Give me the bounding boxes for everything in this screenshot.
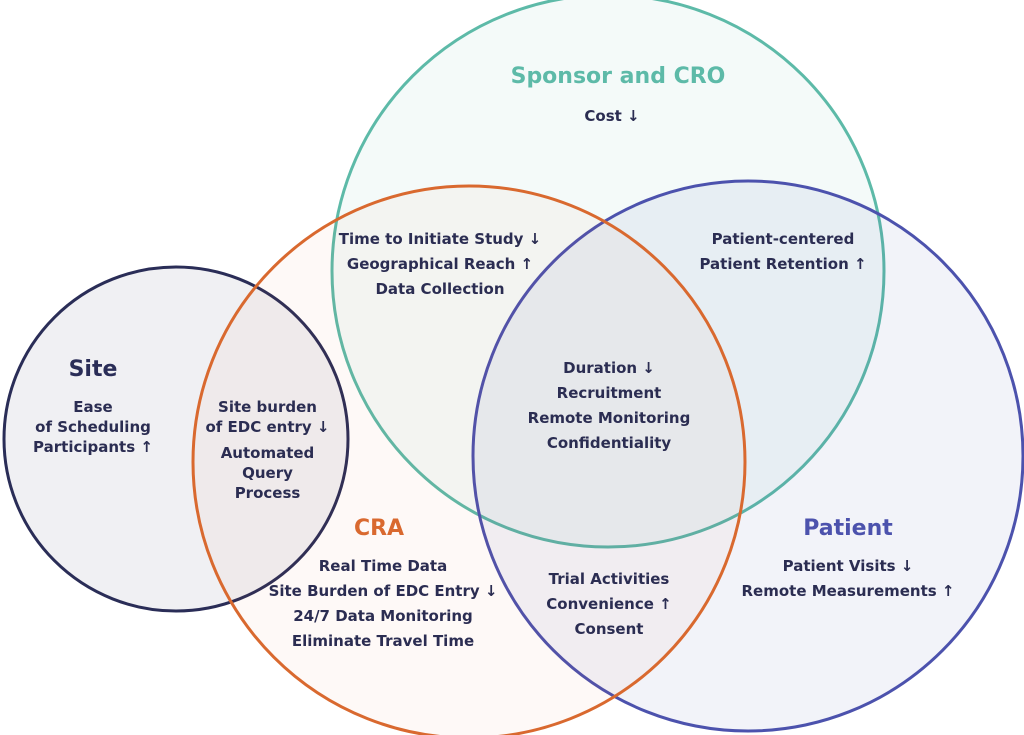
overlap-item: Patient Retention ↑ bbox=[699, 255, 867, 273]
site-item: Participants ↑ bbox=[33, 438, 153, 456]
overlap-item: Query bbox=[242, 464, 293, 482]
patient-title: Patient bbox=[803, 516, 893, 541]
cra-patient-items: Trial Activities Convenience ↑ Consent bbox=[524, 567, 694, 642]
overlap-item: Data Collection bbox=[375, 280, 505, 298]
overlap-item: Remote Monitoring bbox=[527, 409, 691, 427]
overlap-item: Confidentiality bbox=[546, 434, 672, 452]
site-item: Ease bbox=[73, 398, 113, 416]
site-title: Site bbox=[68, 357, 118, 382]
overlap-item: of EDC entry ↓ bbox=[205, 418, 330, 436]
patient-circle bbox=[471, 179, 1024, 733]
patient-items: Patient Visits ↓ Remote Measurements ↑ bbox=[733, 554, 963, 604]
patient-item: Patient Visits ↓ bbox=[782, 557, 914, 575]
cra-item: Real Time Data bbox=[318, 557, 448, 575]
site-cra-items: Site burden of EDC entry ↓ Automated Que… bbox=[195, 397, 340, 503]
cra-item: Eliminate Travel Time bbox=[291, 632, 475, 650]
cra-item: 24/7 Data Monitoring bbox=[293, 607, 473, 625]
sponsor-patient-items: Patient-centered Patient Retention ↑ bbox=[683, 227, 883, 277]
overlap-item: Process bbox=[234, 484, 301, 502]
cra-item: Site Burden of EDC Entry ↓ bbox=[268, 582, 498, 600]
site-items: Ease of Scheduling Participants ↑ bbox=[18, 397, 168, 457]
cra-circle bbox=[191, 184, 747, 735]
site-circle bbox=[2, 265, 350, 613]
overlap-item: Site burden bbox=[218, 398, 317, 416]
sponsor-item: Cost ↓ bbox=[584, 107, 640, 125]
sponsor-circle bbox=[330, 0, 886, 549]
overlap-item: Duration ↓ bbox=[563, 359, 655, 377]
overlap-item: Patient-centered bbox=[711, 230, 855, 248]
cra-title: CRA bbox=[353, 516, 405, 541]
overlap-item: Recruitment bbox=[556, 384, 662, 402]
center-items: Duration ↓ Recruitment Remote Monitoring… bbox=[514, 356, 704, 456]
sponsor-items: Cost ↓ bbox=[532, 104, 692, 129]
patient-item: Remote Measurements ↑ bbox=[741, 582, 955, 600]
overlap-item: Time to Initiate Study ↓ bbox=[338, 230, 542, 248]
overlap-item: Geographical Reach ↑ bbox=[346, 255, 534, 273]
sponsor-cra-items: Time to Initiate Study ↓ Geographical Re… bbox=[335, 227, 545, 302]
overlap-item: Convenience ↑ bbox=[546, 595, 672, 613]
cra-items: Real Time Data Site Burden of EDC Entry … bbox=[258, 554, 508, 654]
site-item: of Scheduling bbox=[35, 418, 151, 436]
overlap-item: Automated bbox=[220, 444, 315, 462]
sponsor-title: Sponsor and CRO bbox=[510, 64, 726, 89]
overlap-item: Consent bbox=[574, 620, 644, 638]
overlap-item: Trial Activities bbox=[548, 570, 670, 588]
